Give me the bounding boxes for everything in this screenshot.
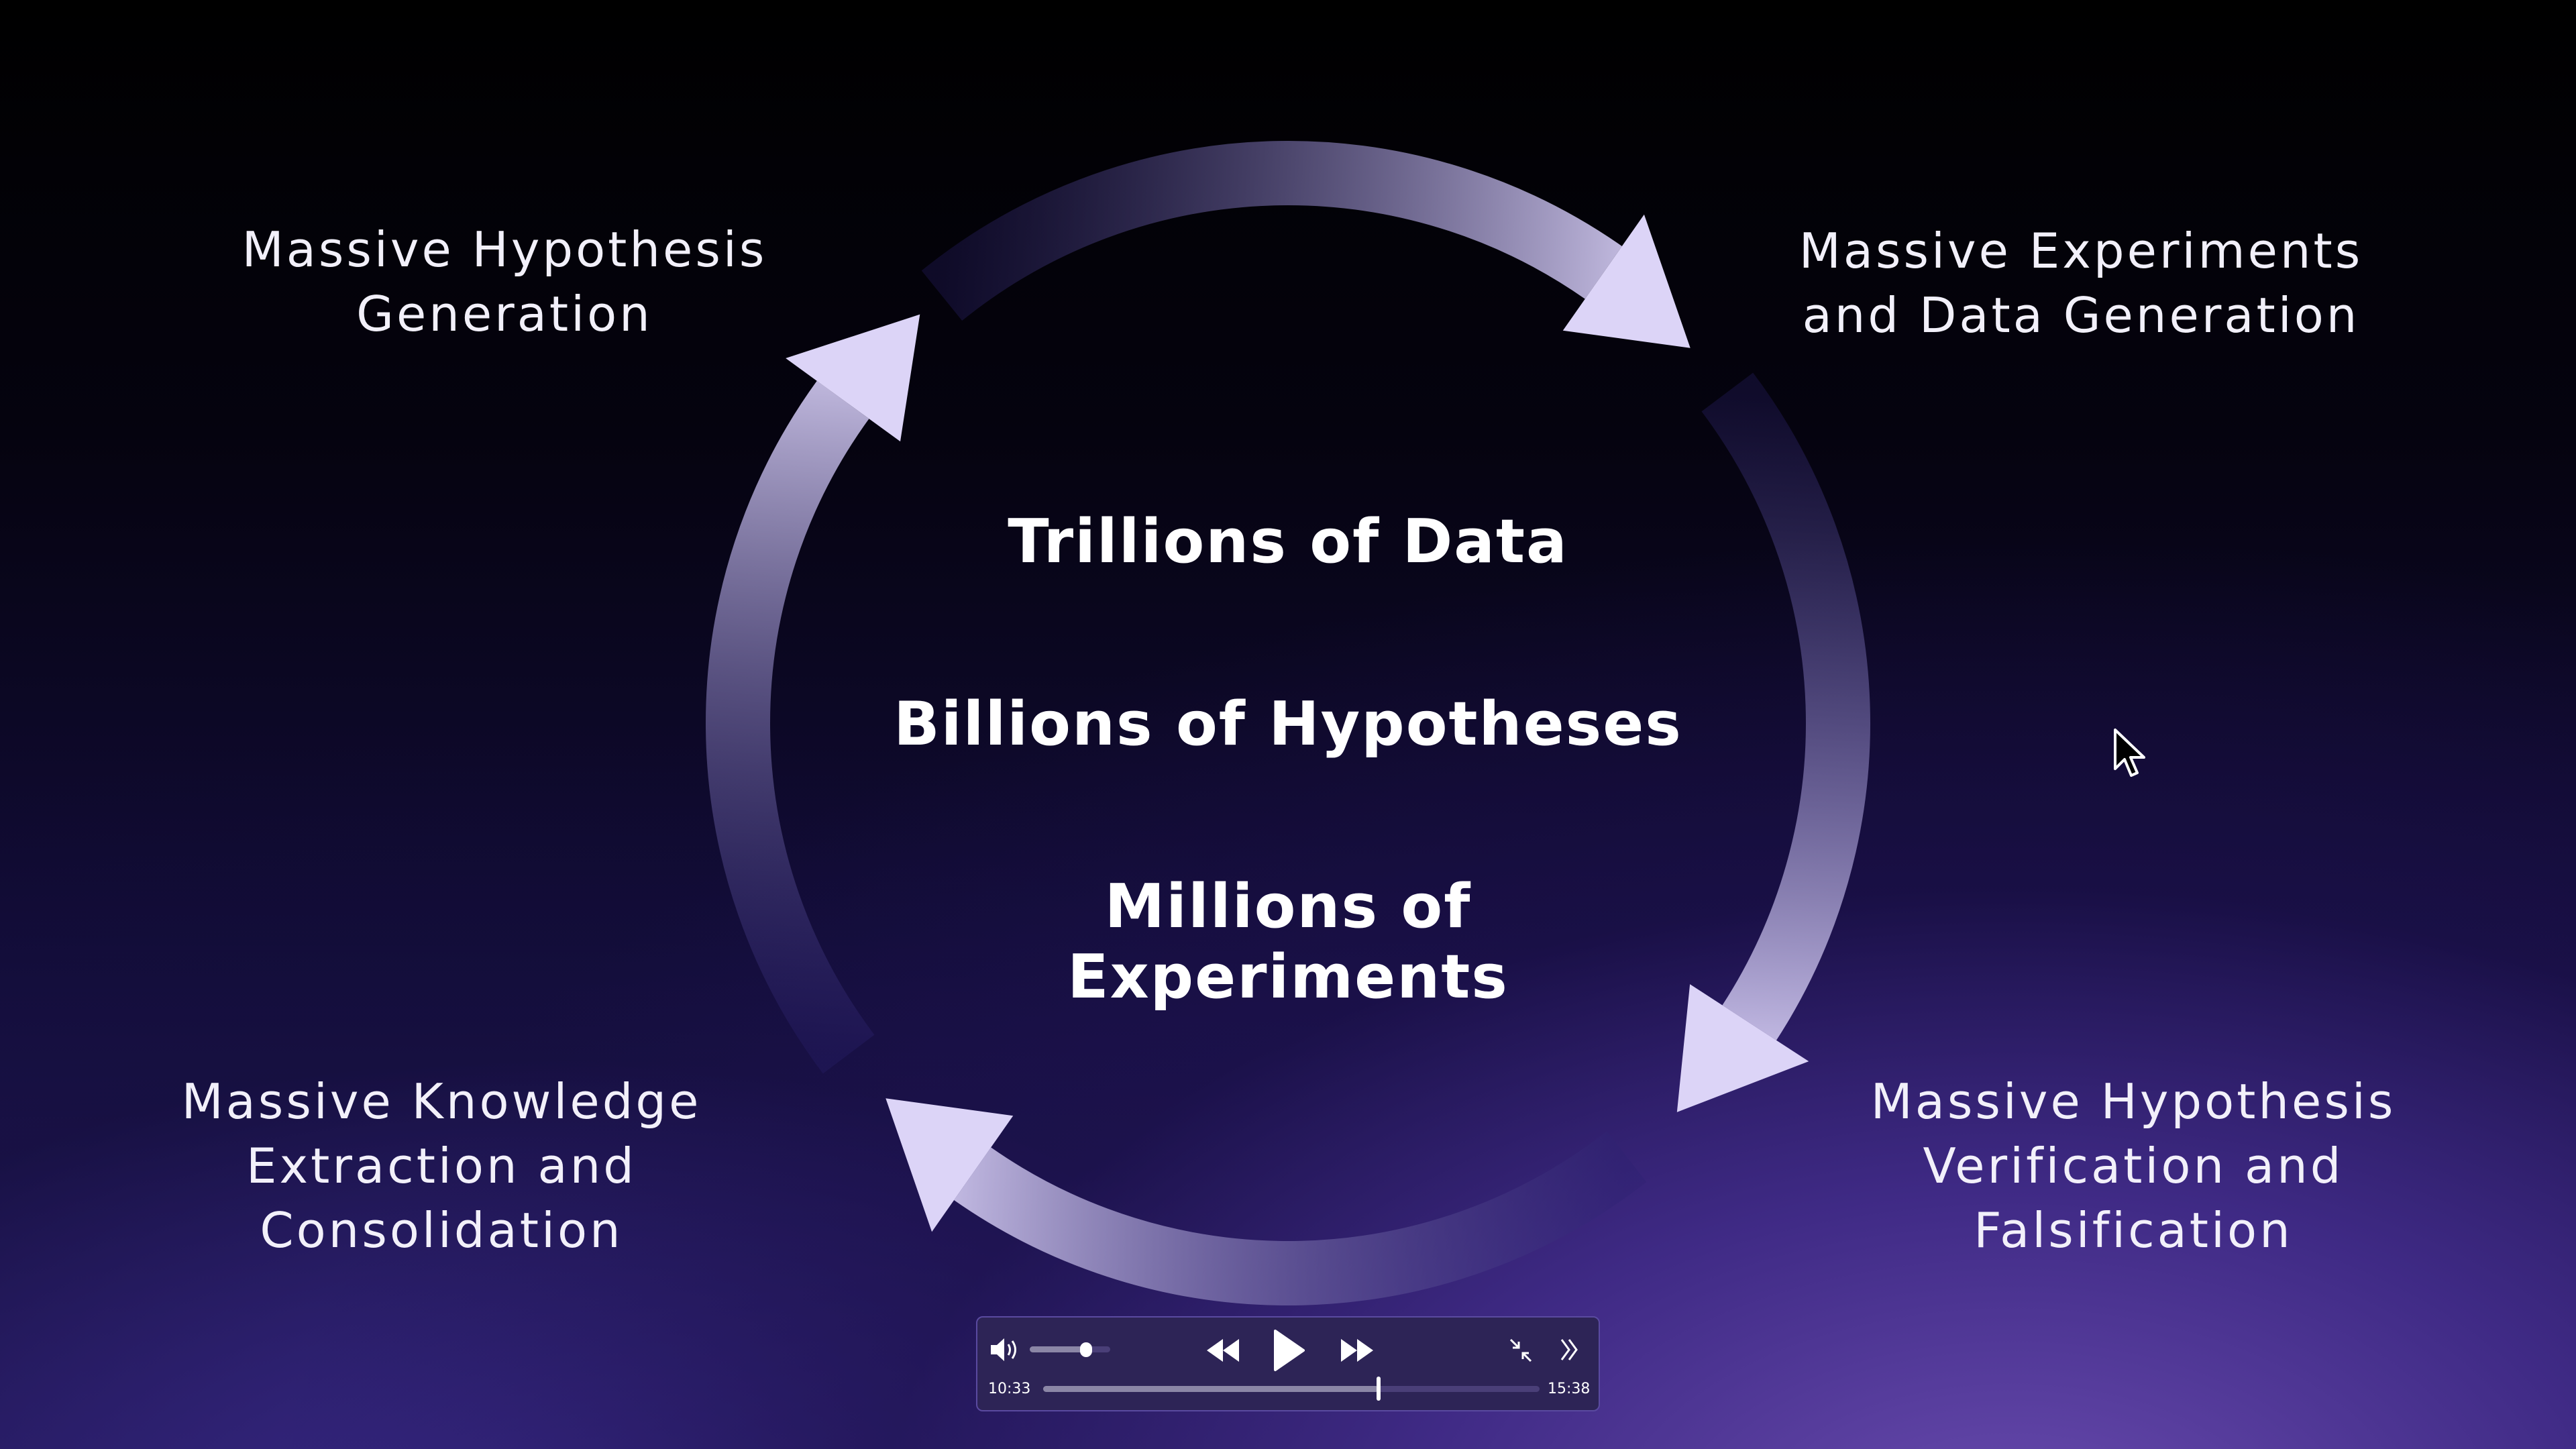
cycle-arrow-bottom (954, 1131, 1647, 1305)
current-time: 10:33 (988, 1381, 1031, 1397)
volume-icon[interactable] (989, 1336, 1020, 1366)
fast-forward-icon[interactable] (1340, 1336, 1375, 1367)
cycle-arrow-top (921, 141, 1622, 321)
arrowhead-right-icon (1676, 984, 1809, 1112)
arrowhead-top-icon (1562, 214, 1690, 348)
duration: 15:38 (1548, 1381, 1591, 1397)
volume-slider[interactable] (1030, 1342, 1110, 1357)
media-controls: 10:33 15:38 (976, 1316, 1600, 1411)
more-chevrons-icon[interactable] (1560, 1338, 1580, 1364)
mouse-cursor-icon (2114, 729, 2145, 777)
center-text-data: Trillions of Data (1008, 506, 1568, 577)
arrowhead-left-icon (786, 314, 920, 442)
center-text-hypotheses: Billions of Hypotheses (894, 689, 1682, 759)
arrowhead-bottom-icon (885, 1098, 1014, 1232)
play-icon[interactable] (1273, 1330, 1305, 1374)
cycle-arrow-right (1701, 372, 1870, 1040)
exit-fullscreen-icon[interactable] (1509, 1338, 1533, 1366)
center-text-experiments: Millions of Experiments (1067, 871, 1509, 1012)
cycle-arrow-left (706, 380, 875, 1074)
progress-bar[interactable] (1043, 1377, 1540, 1401)
rewind-icon[interactable] (1205, 1336, 1240, 1367)
